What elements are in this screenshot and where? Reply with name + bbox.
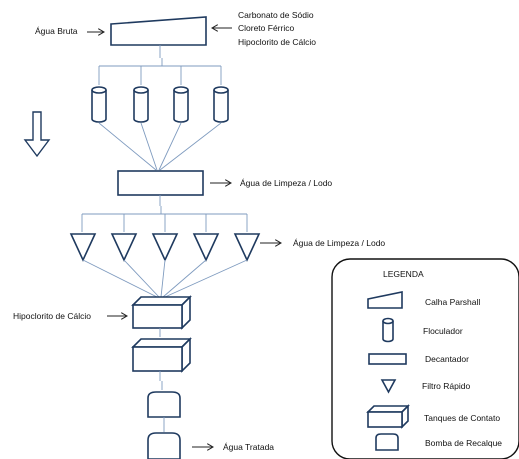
calha-parshall-shape — [110, 16, 207, 46]
treated-water-label: Água Tratada — [223, 442, 274, 452]
contact-tank-2 — [131, 337, 192, 373]
chemical-label-3: Hipoclorito de Cálcio — [238, 37, 316, 47]
rapid-filter-4 — [192, 233, 220, 262]
decantador-shape — [117, 170, 204, 196]
raw-water-label: Água Bruta — [35, 26, 78, 36]
legend-tanque-contato-icon — [366, 404, 410, 429]
legend-label-bomba-recalque: Bomba de Recalque — [425, 438, 502, 448]
decanter-to-filters-connector — [81, 195, 248, 232]
booster-pump-1 — [147, 391, 181, 418]
rapid-filter-1 — [69, 233, 97, 262]
flocculator-1 — [91, 86, 107, 123]
rapid-filter-3 — [151, 233, 179, 262]
flocculator-2 — [133, 86, 149, 123]
legend-label-calha-parshall: Calha Parshall — [425, 297, 480, 307]
rapid-filter-2 — [110, 233, 138, 262]
flocculators-to-decanter-connector — [98, 122, 222, 171]
chemical-label-2: Cloreto Férrico — [238, 23, 294, 33]
legend-floculador-icon — [382, 317, 394, 343]
filters-to-tank-connector — [82, 259, 248, 298]
filter-sludge-label: Água de Limpeza / Lodo — [293, 238, 385, 248]
contact-tank-1 — [131, 295, 192, 330]
legend-bomba-recalque-icon — [375, 433, 399, 451]
tank-to-pump-connector — [159, 371, 163, 390]
legend-label-decantador: Decantador — [425, 354, 469, 364]
chlorination-label: Hipoclorito de Cálcio — [13, 311, 91, 321]
legend-filtro-rapido-icon — [380, 379, 397, 394]
legend-label-floculador: Floculador — [423, 326, 463, 336]
legend-label-tanque-contato: Tanques de Contato — [424, 413, 500, 423]
rapid-filter-5 — [233, 233, 261, 262]
legend-decantador-icon — [368, 353, 407, 365]
parshall-to-flocculators-connector — [98, 45, 222, 85]
decanter-sludge-label: Água de Limpeza / Lodo — [240, 178, 332, 188]
legend-title: LEGENDA — [383, 269, 424, 279]
flocculator-3 — [173, 86, 189, 123]
legend-label-filtro-rapido: Filtro Rápido — [422, 381, 470, 391]
chemical-label-1: Carbonato de Sódio — [238, 10, 314, 20]
flocculator-4 — [213, 86, 229, 123]
booster-pump-2 — [147, 432, 181, 459]
legend-calha-parshall-icon — [367, 291, 403, 309]
flow-direction-arrow — [23, 111, 51, 158]
